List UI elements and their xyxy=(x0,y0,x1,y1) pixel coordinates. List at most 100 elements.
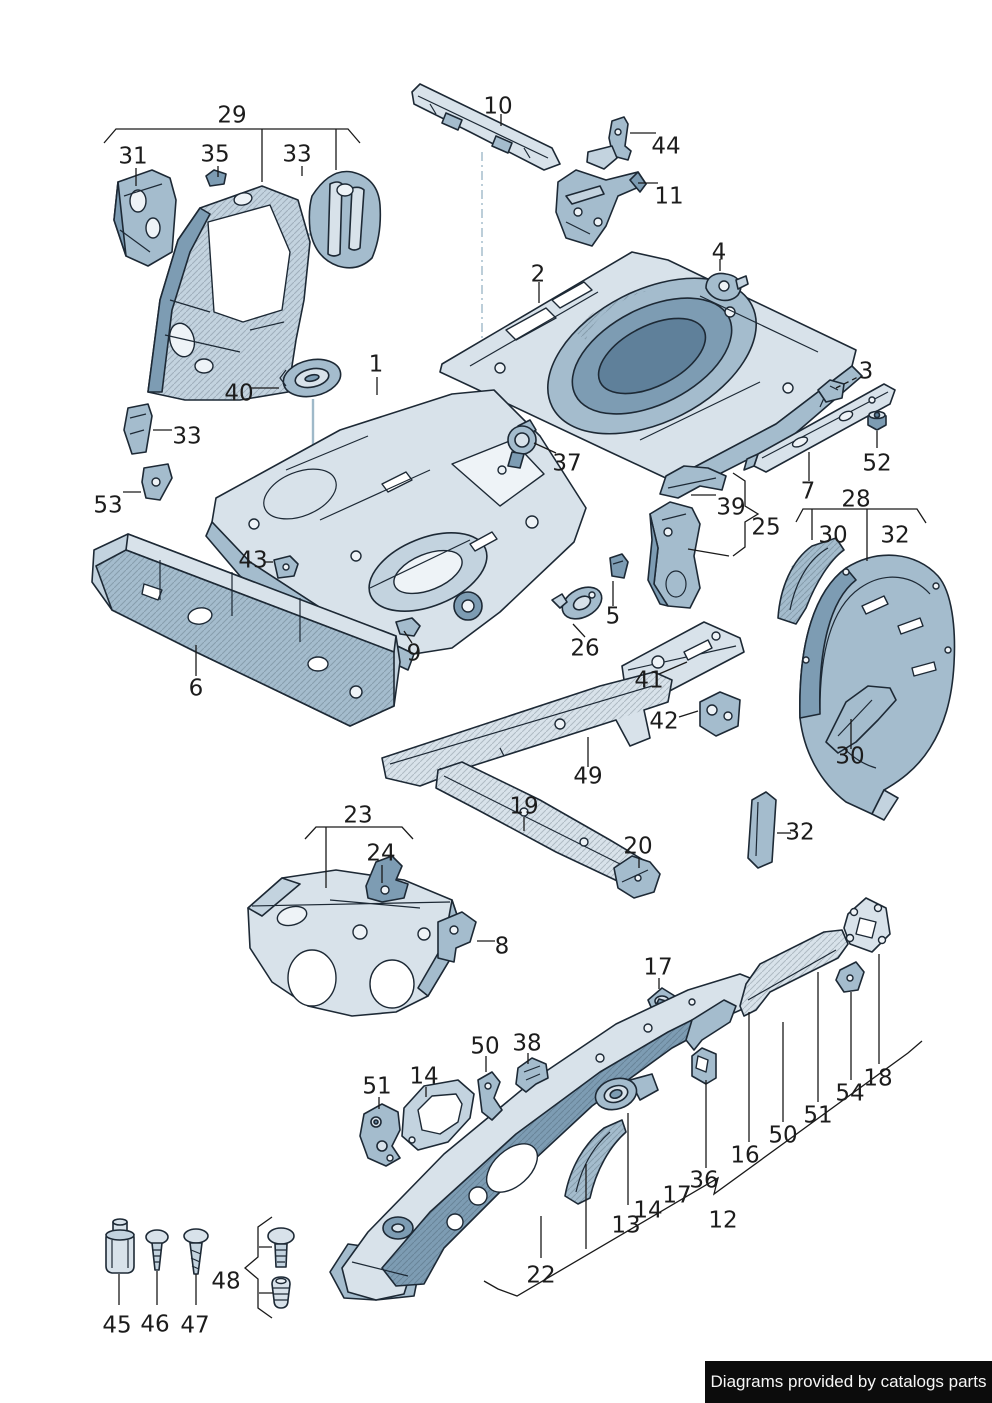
part-label-11[interactable]: 11 xyxy=(654,183,684,210)
part-label-17[interactable]: 17 xyxy=(643,954,673,981)
part-label-5[interactable]: 5 xyxy=(605,603,621,630)
part-label-1[interactable]: 1 xyxy=(368,351,384,378)
part-label-10[interactable]: 10 xyxy=(483,93,513,120)
part-4-shape xyxy=(705,272,749,302)
part-label-47[interactable]: 47 xyxy=(180,1312,210,1339)
part-label-6[interactable]: 6 xyxy=(188,675,204,702)
part-label-48[interactable]: 48 xyxy=(211,1268,241,1295)
part-31-shape xyxy=(113,169,177,267)
part-16-rail-shape xyxy=(685,929,849,1051)
part-label-29[interactable]: 29 xyxy=(217,102,247,129)
part-label-40[interactable]: 40 xyxy=(224,380,254,407)
part-1-floor-panel-shape xyxy=(205,389,587,671)
part-label-9[interactable]: 9 xyxy=(406,640,422,667)
part-label-43[interactable]: 43 xyxy=(238,547,268,574)
part-13-strip-shape xyxy=(564,1119,627,1205)
part-46-fastener-shape xyxy=(145,1229,169,1271)
part-label-17[interactable]: 17 xyxy=(662,1182,692,1209)
part-label-26[interactable]: 26 xyxy=(570,635,600,662)
part-36-shape xyxy=(691,1047,717,1085)
part-label-19[interactable]: 19 xyxy=(509,793,539,820)
part-43-shape xyxy=(273,555,299,579)
part-label-30[interactable]: 30 xyxy=(818,522,848,549)
part-label-35[interactable]: 35 xyxy=(200,141,230,168)
part-label-24[interactable]: 24 xyxy=(366,840,396,867)
part-label-2[interactable]: 2 xyxy=(530,261,546,288)
part-2-rear-floor-shape xyxy=(439,251,863,495)
part-54-shape xyxy=(835,961,865,993)
part-label-18[interactable]: 18 xyxy=(863,1065,893,1092)
part-40-shape xyxy=(279,358,342,398)
part-11-shape xyxy=(555,169,647,247)
part-label-33[interactable]: 33 xyxy=(282,141,312,168)
part-5-shape xyxy=(609,553,629,579)
part-label-30[interactable]: 30 xyxy=(835,743,865,770)
part-label-14[interactable]: 14 xyxy=(409,1063,439,1090)
part-label-7[interactable]: 7 xyxy=(800,478,816,505)
part-label-25[interactable]: 25 xyxy=(751,514,781,541)
part-52-shape xyxy=(867,410,887,431)
part-label-28[interactable]: 28 xyxy=(841,486,871,513)
credit-text: Diagrams provided by catalogs parts xyxy=(710,1372,987,1391)
part-label-41[interactable]: 41 xyxy=(634,667,664,694)
part-22-side-member-shape xyxy=(329,973,761,1301)
part-38-shape xyxy=(515,1057,549,1093)
part-45-fastener-shape xyxy=(105,1218,135,1274)
part-label-22[interactable]: 22 xyxy=(526,1262,556,1289)
credit-bar: Diagrams provided by catalogs parts xyxy=(705,1361,992,1403)
part-47-fastener-shape xyxy=(183,1228,209,1275)
part-label-23[interactable]: 23 xyxy=(343,802,373,829)
part-10-rail-shape xyxy=(411,83,561,171)
part-33-top-shape xyxy=(308,170,382,269)
part-label-32[interactable]: 32 xyxy=(785,819,815,846)
part-50-left-shape xyxy=(477,1071,503,1121)
part-label-37[interactable]: 37 xyxy=(552,450,582,477)
part-label-52[interactable]: 52 xyxy=(862,450,892,477)
part-30-upper-shape xyxy=(777,537,845,625)
part-label-33[interactable]: 33 xyxy=(172,423,202,450)
part-39-and-25-shapes xyxy=(647,465,727,609)
part-label-42[interactable]: 42 xyxy=(649,708,679,735)
part-label-14[interactable]: 14 xyxy=(633,1197,663,1224)
part-18-plate-shape xyxy=(843,897,891,953)
part-label-54[interactable]: 54 xyxy=(835,1080,865,1107)
part-14-clamp-shape xyxy=(594,1073,659,1111)
part-label-31[interactable]: 31 xyxy=(118,143,148,170)
part-label-53[interactable]: 53 xyxy=(93,492,123,519)
part-23-crossmember-shape xyxy=(247,869,461,1017)
part-51-left-shape xyxy=(359,1103,401,1167)
part-label-44[interactable]: 44 xyxy=(651,133,681,160)
part-label-4[interactable]: 4 xyxy=(711,239,727,266)
part-6-rear-panel-shape xyxy=(91,533,401,727)
part-29-quarter-panel-shape xyxy=(147,185,311,401)
part-42-shape xyxy=(699,691,741,737)
part-label-51[interactable]: 51 xyxy=(803,1102,833,1129)
part-53-shape xyxy=(141,463,173,501)
part-label-3[interactable]: 3 xyxy=(858,358,874,385)
part-24-shape xyxy=(365,855,409,903)
part-label-50[interactable]: 50 xyxy=(768,1122,798,1149)
part-8-shape xyxy=(437,911,477,963)
part-label-36[interactable]: 36 xyxy=(689,1167,719,1194)
part-19-rail-shape xyxy=(435,761,655,887)
part-label-32[interactable]: 32 xyxy=(880,522,910,549)
part-7-strip-shape xyxy=(743,383,896,473)
part-9-shape xyxy=(395,617,421,637)
part-label-20[interactable]: 20 xyxy=(623,833,653,860)
part-label-12[interactable]: 12 xyxy=(708,1207,738,1234)
part-label-45[interactable]: 45 xyxy=(102,1312,132,1339)
part-label-38[interactable]: 38 xyxy=(512,1030,542,1057)
part-label-50[interactable]: 50 xyxy=(470,1033,500,1060)
part-label-46[interactable]: 46 xyxy=(140,1311,170,1338)
part-label-8[interactable]: 8 xyxy=(494,933,510,960)
part-label-13[interactable]: 13 xyxy=(611,1212,641,1239)
part-14-frame-shape xyxy=(401,1079,475,1151)
part-label-39[interactable]: 39 xyxy=(716,494,746,521)
part-26-shape xyxy=(551,586,603,620)
part-37-shape xyxy=(507,419,537,469)
part-label-49[interactable]: 49 xyxy=(573,763,603,790)
part-label-51[interactable]: 51 xyxy=(362,1073,392,1100)
part-label-16[interactable]: 16 xyxy=(730,1142,760,1169)
